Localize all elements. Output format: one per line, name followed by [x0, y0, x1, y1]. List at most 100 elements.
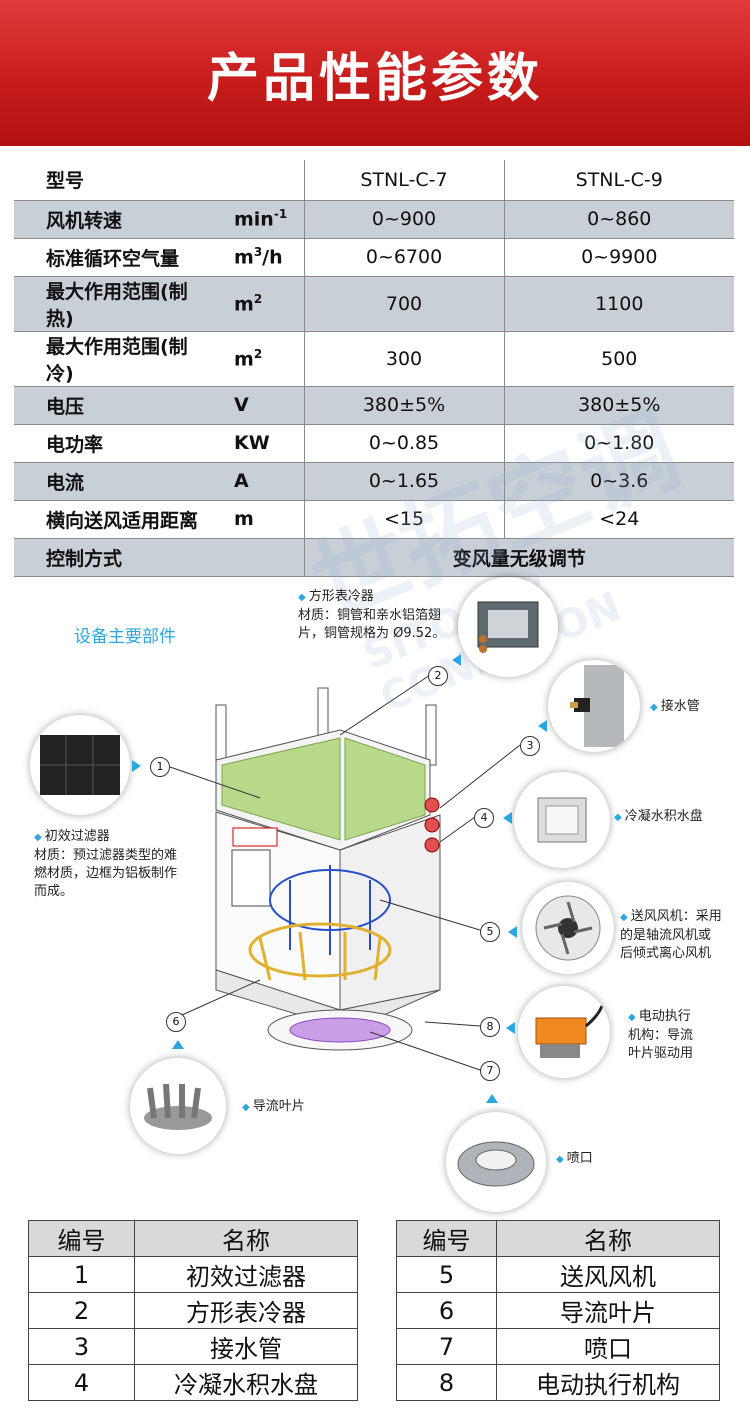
photo-drain-pipe: [548, 660, 640, 752]
spec-unit: KW: [204, 424, 304, 463]
spec-table: 型号 STNL-C-7 STNL-C-9 风机转速 min-1 0~900 0~…: [14, 160, 734, 577]
pointer-arrow: [486, 1094, 498, 1103]
part-no: 6: [396, 1292, 497, 1329]
photo-drain-pan: [514, 772, 610, 868]
spec-row: 标准循环空气量 m3/h 0~6700 0~9900: [14, 238, 734, 277]
spec-unit: V: [204, 386, 304, 425]
spec-row: 横向送风适用距离 m <15 <24: [14, 500, 734, 539]
spec-name: 风机转速: [14, 200, 204, 239]
spec-value-col2: 500: [503, 331, 734, 387]
part-no: 1: [28, 1256, 135, 1293]
parts-header-no: 编号: [28, 1220, 135, 1257]
spec-header-row: 型号 STNL-C-7 STNL-C-9: [14, 160, 734, 201]
spec-value-col2: 1100: [503, 276, 734, 332]
marker-6: 6: [166, 1012, 186, 1032]
part-name: 冷凝水积水盘: [134, 1364, 358, 1401]
pointer-arrow: [508, 926, 517, 938]
pointer-arrow: [506, 1022, 515, 1034]
photo-filter: [30, 715, 130, 815]
spec-value-col2: 0~1.80: [503, 424, 734, 463]
fan-image: [535, 895, 601, 961]
part-no: 2: [28, 1292, 135, 1329]
part-name: 送风风机: [496, 1256, 720, 1293]
callout-drain-pipe: ◆接水管: [650, 699, 700, 714]
drain-pan-image: [537, 797, 587, 843]
spec-row-control: 控制方式 变风量无级调节: [14, 538, 734, 577]
spec-name: 电压: [14, 386, 204, 425]
part-name: 电动执行机构: [496, 1364, 720, 1401]
spec-value-col2: 0~3.6: [503, 462, 734, 501]
title-banner: 产品性能参数: [0, 0, 750, 146]
unit-diagram: [169, 674, 521, 1071]
spec-row: 电流 A 0~1.65 0~3.6: [14, 462, 734, 501]
part-name: 方形表冷器: [134, 1292, 358, 1329]
parts-header-name: 名称: [134, 1220, 358, 1257]
spec-value-col1: 380±5%: [303, 386, 504, 425]
spec-header-col1: STNL-C-7: [303, 160, 504, 201]
spec-value-col2: <24: [503, 500, 734, 539]
spec-name: 最大作用范围(制冷): [14, 331, 204, 387]
spec-value-col2: 0~860: [503, 200, 734, 239]
spec-name: 控制方式: [14, 538, 204, 577]
spec-unit: m: [204, 500, 304, 539]
spec-unit: A: [204, 462, 304, 501]
spec-row: 最大作用范围(制热) m2 700 1100: [14, 276, 734, 332]
photo-vanes: [130, 1058, 226, 1154]
spec-header-model: 型号: [14, 160, 204, 201]
photo-actuator: [518, 986, 610, 1078]
callout-drain-pan: ◆冷凝水积水盘: [614, 809, 703, 824]
callout-nozzle: ◆喷口: [556, 1151, 593, 1166]
part-name: 喷口: [496, 1328, 720, 1365]
marker-2: 2: [428, 666, 448, 686]
callout-filter: ◆初效过滤器 材质：预过滤器类型的难 燃材质，边框为铝板制作 而成。: [34, 829, 178, 899]
marker-8: 8: [480, 1017, 500, 1037]
spec-name: 标准循环空气量: [14, 238, 204, 277]
spec-name: 电功率: [14, 424, 204, 463]
pointer-arrow: [132, 760, 141, 772]
spec-value-col1: 0~0.85: [303, 424, 504, 463]
marker-4: 4: [474, 808, 494, 828]
spec-value-col2: 380±5%: [503, 386, 734, 425]
parts-header-row: 编号 名称: [396, 1220, 720, 1257]
filter-image: [40, 735, 120, 795]
section-label: 设备主要部件: [74, 627, 176, 647]
page-title: 产品性能参数: [206, 49, 543, 109]
part-no: 4: [28, 1364, 135, 1401]
part-name: 导流叶片: [496, 1292, 720, 1329]
callout-vanes: ◆导流叶片: [242, 1099, 305, 1114]
photo-nozzle: [446, 1112, 546, 1212]
spec-value-col1: 0~1.65: [303, 462, 504, 501]
spec-name: 横向送风适用距离: [14, 500, 204, 539]
photo-fan: [522, 882, 614, 974]
part-name: 初效过滤器: [134, 1256, 358, 1293]
spec-value-col1: <15: [303, 500, 504, 539]
marker-3: 3: [520, 736, 540, 756]
drain-pipe-image: [570, 665, 624, 747]
spec-unit: m2: [204, 331, 304, 387]
part-name: 接水管: [134, 1328, 358, 1365]
spec-row: 电功率 KW 0~0.85 0~1.80: [14, 424, 734, 463]
marker-7: 7: [480, 1061, 500, 1081]
parts-header-row: 编号 名称: [28, 1220, 358, 1257]
spec-row: 最大作用范围(制冷) m2 300 500: [14, 331, 734, 387]
spec-value-col1: 700: [303, 276, 504, 332]
actuator-image: [535, 1005, 604, 1058]
photo-coil: [458, 577, 558, 677]
parts-header-name: 名称: [496, 1220, 720, 1257]
callout-fan: ◆送风风机：采用 的是轴流风机或 后倾式离心风机: [620, 909, 722, 961]
vanes-image: [144, 1083, 212, 1130]
spec-row: 风机转速 min-1 0~900 0~860: [14, 200, 734, 239]
spec-unit: m2: [204, 276, 304, 332]
marker-5: 5: [480, 922, 500, 942]
spec-value-col2: 0~9900: [503, 238, 734, 277]
part-no: 7: [396, 1328, 497, 1365]
marker-1: 1: [150, 757, 170, 777]
spec-row: 电压 V 380±5% 380±5%: [14, 386, 734, 425]
